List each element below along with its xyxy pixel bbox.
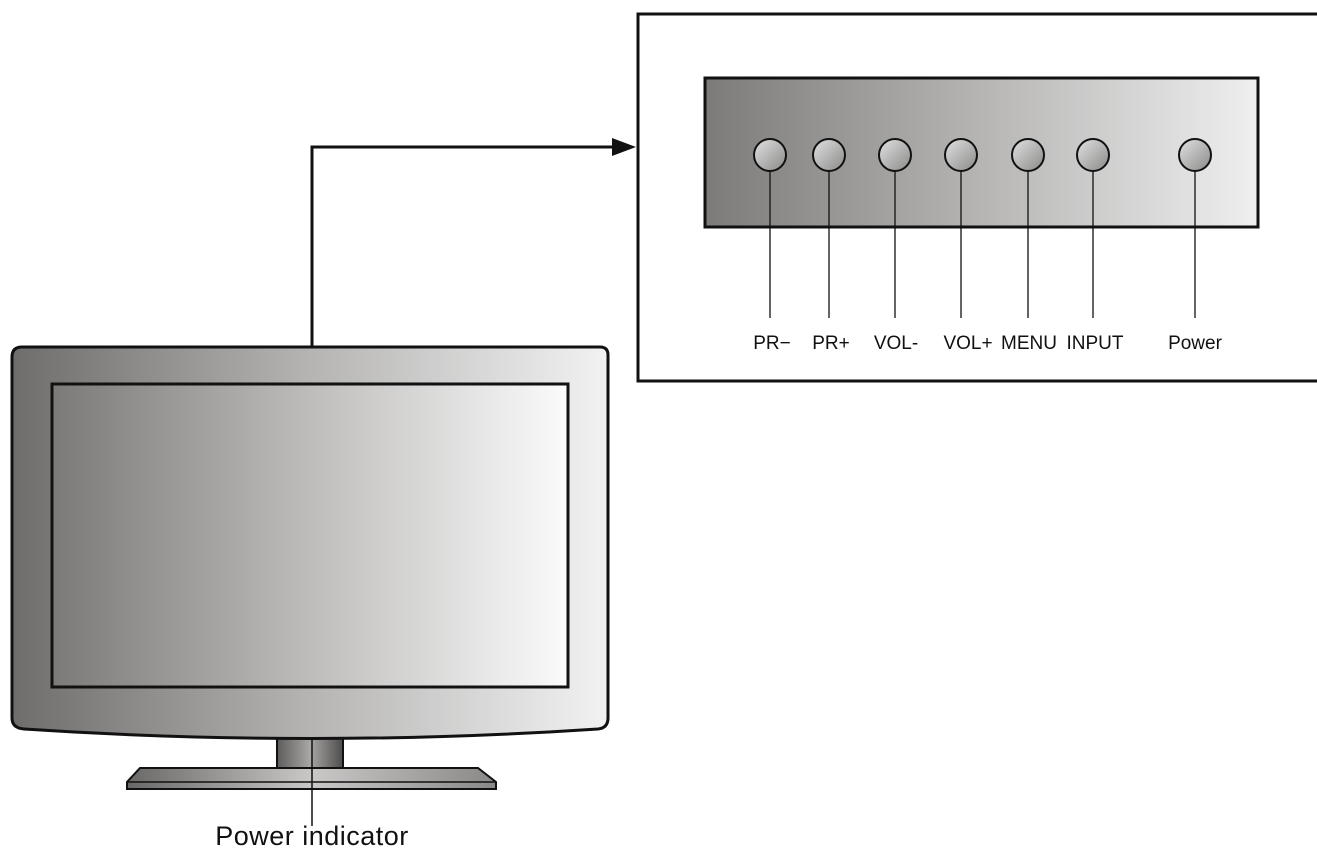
pr-minus-button-icon[interactable] [753,138,787,172]
power-label: Power [1168,333,1223,354]
menu-button-icon[interactable] [1011,138,1045,172]
arrow-head-icon [612,138,636,156]
control-panel-strip [703,76,1260,229]
power-indicator-label: Power indicator [215,821,409,851]
menu-label: MENU [1001,333,1057,354]
pr-plus-button-icon[interactable] [812,138,846,172]
button-vol-plus[interactable]: VOL+ [943,138,993,354]
button-vol-minus[interactable]: VOL- [874,138,918,354]
vol-minus-button-icon[interactable] [878,138,912,172]
button-input[interactable]: INPUT [1067,138,1124,354]
vol-plus-button-icon[interactable] [944,138,978,172]
control-panel-detail: PR− PR+ VOL- VOL+ MENU [636,12,1317,383]
panel-buttons: PR− PR+ VOL- VOL+ MENU [753,138,1223,354]
tv-stand-neck [276,737,344,769]
button-power[interactable]: Power [1168,138,1223,354]
input-button-icon[interactable] [1076,138,1110,172]
vol-minus-label: VOL- [874,333,918,354]
tv-screen [50,382,570,689]
button-menu[interactable]: MENU [1001,138,1057,354]
power-button-icon[interactable] [1178,138,1212,172]
input-label: INPUT [1067,333,1124,354]
pr-minus-label: PR− [753,333,791,354]
vol-plus-label: VOL+ [943,333,992,354]
button-pr-plus[interactable]: PR+ [812,138,850,354]
callout-arrow [310,138,636,347]
tv-set: Power indicator [10,345,610,851]
button-pr-minus[interactable]: PR− [753,138,791,354]
pr-plus-label: PR+ [812,333,850,354]
detail-frame [636,12,1317,383]
